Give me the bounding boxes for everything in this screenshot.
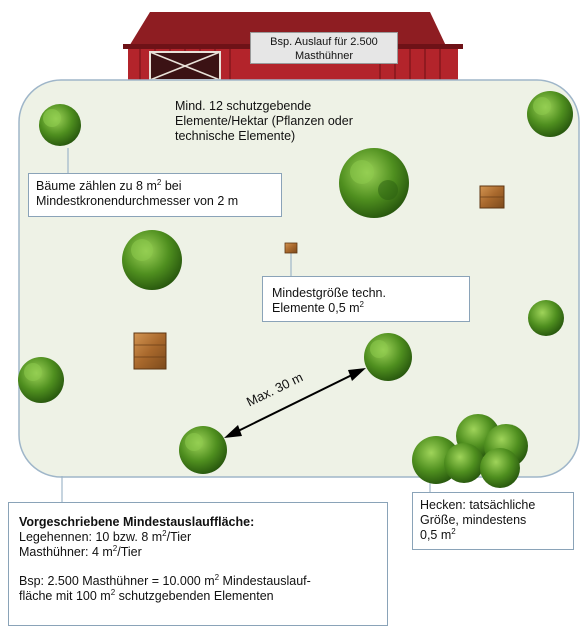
hedges-note-line3-sup: 2 (451, 526, 456, 536)
minimum-area-line2-post: /Tier (117, 545, 142, 559)
header-note-line2: Elemente/Hektar (Pflanzen oder (175, 114, 353, 128)
technical-note-line1: Mindestgröße techn. (272, 286, 386, 300)
minimum-area-line1-text: Legehennen: 10 bzw. 8 m (19, 530, 163, 544)
minimum-area-line3-sup: 2 (214, 572, 220, 582)
minimum-area-line4: fläche mit 100 m2 schutzgebenden Element… (19, 587, 387, 604)
minimum-area-line2: Masthühner: 4 m2/Tier (19, 543, 387, 560)
minimum-area-line3-post: Mindestauslauf- (219, 574, 311, 588)
technical-note-line2: Elemente 0,5 m2 (272, 299, 469, 316)
tree-4 (122, 230, 182, 290)
barn-label-line1: Bsp. Auslauf für 2.500 (270, 36, 378, 48)
barn-label: Bsp. Auslauf für 2.500 Masthühner (250, 32, 398, 64)
technical-element-small (284, 242, 298, 254)
hedges-note-line2: Größe, mindestens (420, 513, 527, 527)
hedges-note-line1: Hecken: tatsächliche (420, 498, 536, 512)
header-note: Mind. 12 schutzgebende Elemente/Hektar (… (175, 99, 353, 144)
tree-2 (339, 148, 409, 218)
hedges-note-line3-text: 0,5 m (420, 528, 452, 542)
technical-note-line2-sup: 2 (359, 299, 364, 309)
tree-8 (179, 426, 227, 474)
minimum-area-title: Vorgeschriebene Mindestauslauffläche: (19, 515, 255, 529)
trees-note-line1: Bäume zählen zu 8 m2 bei (36, 177, 281, 194)
barn-label-line2: Masthühner (294, 50, 354, 62)
tree-1 (39, 104, 81, 146)
minimum-area-line4-text: fläche mit 100 m (19, 589, 111, 603)
trees-note-line1-text: Bäume zählen zu 8 m (36, 179, 157, 193)
minimum-area-line4-sup: 2 (110, 587, 116, 597)
distance-arrow (224, 368, 366, 438)
minimum-area-line2-sup: 2 (112, 543, 118, 553)
minimum-area-line1-post: /Tier (166, 530, 192, 544)
header-note-line1: Mind. 12 schutzgebende (175, 99, 312, 113)
tree-7 (364, 333, 412, 381)
hedges-note: Hecken: tatsächliche Größe, mindestens 0… (412, 492, 574, 550)
minimum-area-line4-post: schutzgebenden Elementen (115, 589, 274, 603)
trees-note-line1-post: bei (161, 179, 182, 193)
minimum-area-box: Vorgeschriebene Mindestauslauffläche: Le… (8, 502, 388, 626)
technical-note: Mindestgröße techn. Elemente 0,5 m2 (262, 276, 470, 322)
tree-5 (528, 300, 564, 336)
minimum-area-line1-sup: 2 (162, 528, 167, 538)
hedges-note-line3: 0,5 m2 (420, 526, 573, 543)
trees-note: Bäume zählen zu 8 m2 bei Mindestkronendu… (28, 173, 282, 217)
minimum-area-line1: Legehennen: 10 bzw. 8 m2/Tier (19, 528, 387, 545)
technical-note-line2-text: Elemente 0,5 m (272, 301, 360, 315)
trees-note-line1-sup: 2 (156, 177, 162, 187)
minimum-area-line2-text: Masthühner: 4 m (19, 545, 113, 559)
technical-element-large (133, 332, 167, 370)
hedge (412, 414, 528, 488)
trees-note-line2: Mindestkronendurchmesser von 2 m (36, 194, 239, 208)
header-note-line3: technische Elemente) (175, 129, 296, 143)
tree-6 (18, 357, 64, 403)
connector-lines (61, 148, 431, 502)
tree-3 (527, 91, 573, 137)
minimum-area-line3: Bsp: 2.500 Masthühner = 10.000 m2 Mindes… (19, 572, 387, 589)
technical-element-medium (479, 185, 505, 209)
minimum-area-line3-text: Bsp: 2.500 Masthühner = 10.000 m (19, 574, 215, 588)
